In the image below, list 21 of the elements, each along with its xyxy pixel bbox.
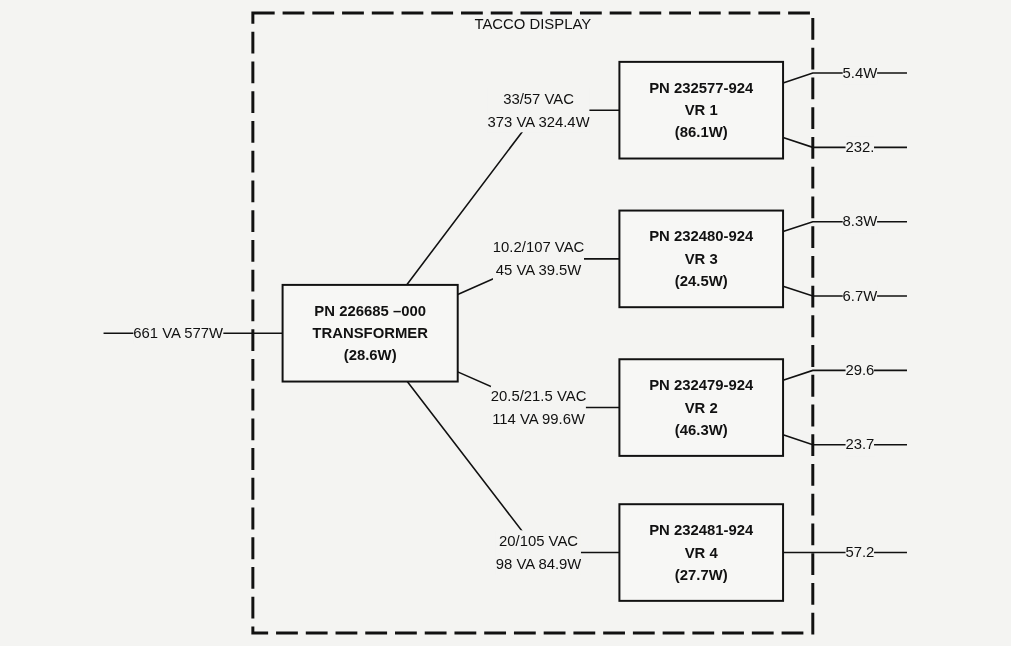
edge-label: 20.5/21.5 VAC <box>491 387 587 405</box>
node-label: 373 VA 324.4W <box>487 112 590 130</box>
node-box: PN 232480-924 VR 3 (24.5W) <box>618 209 785 309</box>
node-box: PN 232577-924 VR 1 (86.1W) <box>618 60 785 160</box>
edge-label: 33/57 VAC <box>503 89 575 107</box>
node-label: 98 VA 84.9W <box>495 554 582 572</box>
node-box: PN 232481-924 VR 4 (27.7W) <box>618 503 785 602</box>
edge-label: 10.2/107 VAC <box>493 238 585 256</box>
node-label: 114 VA 99.6W <box>492 409 586 427</box>
node-box: PN 232479-924 VR 2 (46.3W) <box>618 358 785 457</box>
edge-label: 6.7W <box>842 286 878 304</box>
node-label: 45 VA 39.5W <box>495 260 582 278</box>
edge-label: 661 VA 577W <box>133 324 224 341</box>
edge-label: 8.3W <box>842 212 878 230</box>
edge-label: 5.4W <box>842 63 878 81</box>
edge-label: 20/105 VAC <box>499 532 579 550</box>
edge-label: 29.6 <box>845 361 875 379</box>
node-box: PN 226685 –000 TRANSFORMER (28.6W) <box>281 283 459 383</box>
edge-label: 232. <box>845 138 875 156</box>
edge-label: 57.2 <box>845 543 875 561</box>
edge-label: 23.7 <box>845 435 875 453</box>
